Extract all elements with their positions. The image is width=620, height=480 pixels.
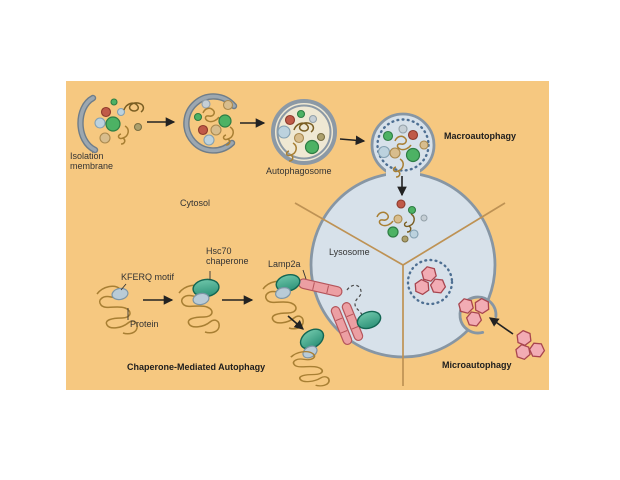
lamp2a-channel-rod (330, 306, 353, 346)
isolation-membrane-arc (77, 94, 99, 154)
cma-stage-2 (178, 271, 220, 334)
label-chaperone-mediated-autophagy: Chaperone-Mediated Autophagy (127, 362, 266, 372)
label-macroautophagy: Macroautophagy (444, 131, 517, 141)
lysosome-divider-lines (294, 202, 506, 386)
microautophagy-vesicle (406, 258, 454, 306)
cma-stage-3 (262, 269, 343, 330)
membrane-invagination (458, 295, 498, 335)
lamp2a-channel-rod (341, 302, 364, 342)
label-kferq-motif: KFERQ motif (121, 272, 175, 282)
label-microautophagy: Microautophagy (442, 360, 512, 370)
kferq-oval (111, 287, 129, 301)
cargo-cluster-free (94, 98, 145, 145)
unfolding-protein-dashed (346, 284, 363, 316)
kferq-oval (275, 287, 291, 299)
lamp2a-pointer-line (302, 269, 307, 280)
hsc70-oval-luminal (356, 310, 382, 330)
label-cytosol: Cytosol (180, 198, 211, 208)
label-protein: Protein (130, 319, 159, 329)
cma-stage-1 (96, 283, 138, 335)
arrow-to-fusion (339, 135, 366, 146)
label-lysosome: Lysosome (329, 247, 370, 257)
hsc70-oval (299, 328, 325, 350)
kferq-oval (192, 292, 210, 306)
arrow-cma-3 (287, 315, 304, 330)
cargo-cluster-autophagosome (277, 109, 326, 162)
degraded-cargo (376, 199, 428, 243)
label-autophagosome: Autophagosome (266, 166, 332, 176)
phagophore-cup (183, 93, 238, 154)
fusion-vesicle-cargo (377, 124, 429, 178)
cargo-cluster-cup (193, 99, 234, 146)
translocation-complex (290, 284, 382, 387)
kferq-pointer-line (120, 283, 127, 291)
label-isolation-membrane: Isolation membrane (70, 151, 114, 171)
label-hsc70-chaperone: Hsc70 chaperone (206, 246, 249, 266)
arrow-microautophagy (488, 317, 514, 335)
label-lamp2a: Lamp2a (268, 259, 301, 269)
